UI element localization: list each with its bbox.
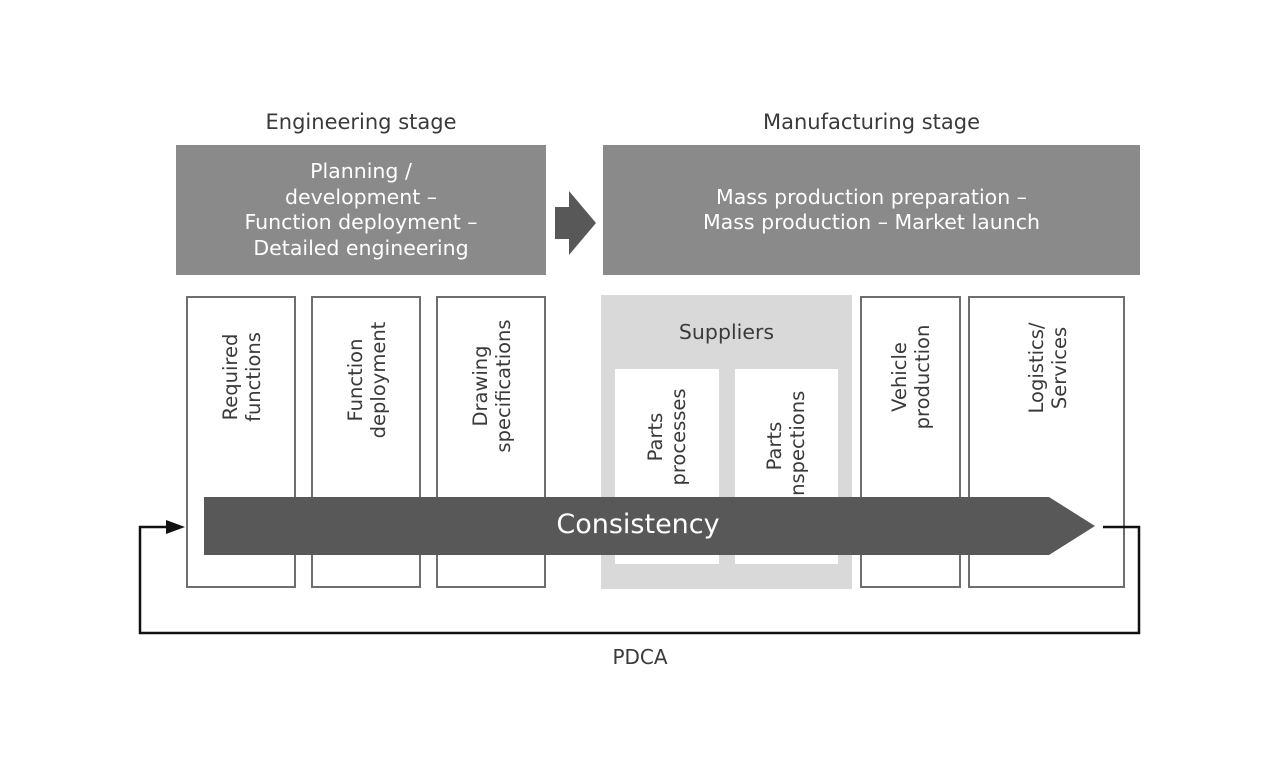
pdca-loop-line [138,525,1141,635]
manufacturing-line-1: Mass production preparation – [716,184,1027,209]
manufacturing-line-2: Mass production – Market launch [703,210,1040,234]
engineering-line-2: development – [285,184,437,209]
manufacturing-stage-box: Mass production preparation – Mass produ… [603,145,1140,275]
engineering-line-3: Function deployment – [244,210,478,234]
stage-transition-arrow [555,191,596,255]
engineering-line-1: Planning / [310,159,412,183]
consistency-arrow [204,497,1095,555]
manufacturing-stage-title: Manufacturing stage [762,110,981,134]
engineering-stage-title: Engineering stage [265,110,457,134]
suppliers-label: Suppliers [678,320,775,344]
pdca-label: PDCA [612,645,668,669]
consistency-label: Consistency [556,509,720,540]
engineering-stage-box: Planning / development – Function deploy… [176,145,546,275]
pdca-arrowhead [166,520,185,534]
engineering-line-4: Detailed engineering [253,235,469,260]
